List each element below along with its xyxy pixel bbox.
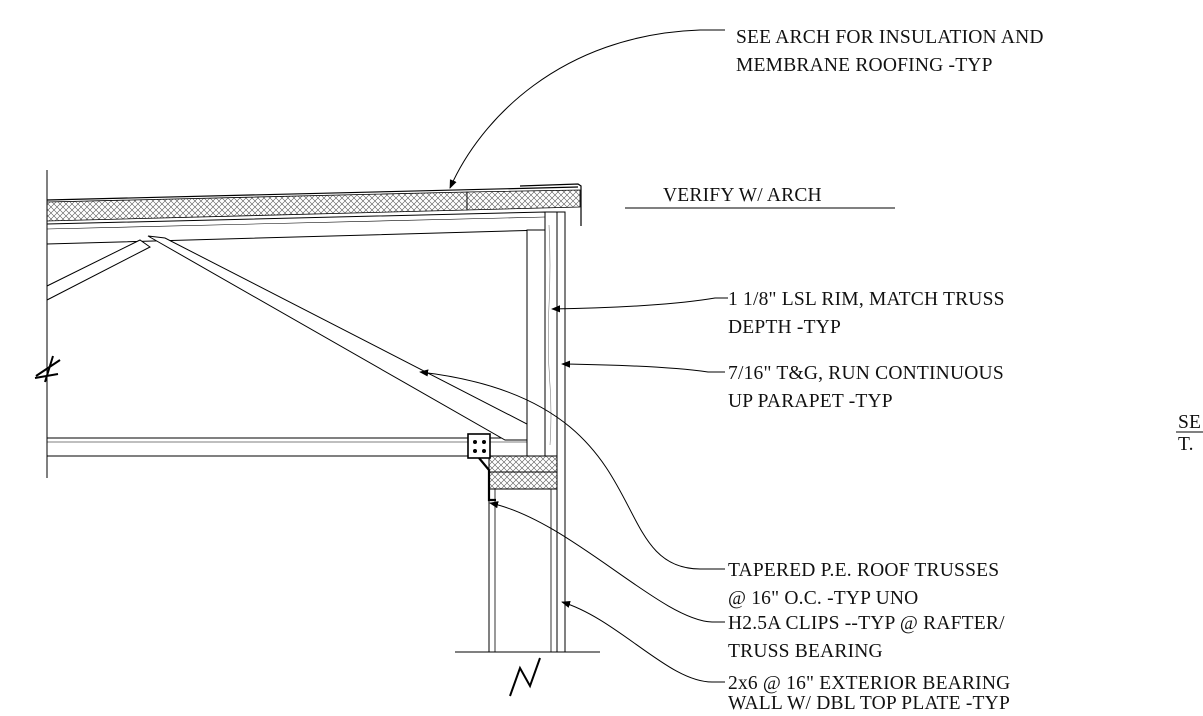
leader-roofing — [449, 29, 725, 189]
h25a-clip — [467, 433, 496, 502]
roof-membrane-line — [46, 186, 579, 201]
rim-grain — [547, 224, 552, 446]
truss-bottom-chord — [46, 437, 528, 457]
note-rim-line2: DEPTH -TYP — [728, 317, 841, 338]
leader-wall — [561, 600, 725, 683]
leader-sheathing — [561, 360, 725, 373]
note-trusses-line1: TAPERED P.E. ROOF TRUSSES — [728, 560, 999, 581]
break-symbol-bottom — [509, 657, 541, 697]
note-verify: VERIFY W/ ARCH — [663, 185, 822, 206]
leader-trusses — [419, 369, 725, 570]
truss-diagonal-web — [147, 235, 528, 441]
note-clips-line1: H2.5A CLIPS --TYP @ RAFTER/ — [728, 613, 1005, 634]
top-plate-lower — [488, 471, 558, 490]
note-roofing-line1: SEE ARCH FOR INSULATION AND — [736, 27, 1044, 48]
section-ref-bottom: T. — [1178, 434, 1194, 455]
parapet-cap-flashing — [519, 183, 582, 226]
wall-stud — [488, 488, 558, 653]
note-clips-line2: TRUSS BEARING — [728, 641, 883, 662]
truss-left-web — [46, 239, 151, 301]
wall-sheathing — [556, 211, 566, 653]
truss-end-vertical — [526, 229, 546, 457]
break-symbol-left — [34, 355, 61, 383]
note-wall-line2: WALL W/ DBL TOP PLATE -TYP — [728, 693, 1010, 714]
note-rim-line1: 1 1/8" LSL RIM, MATCH TRUSS — [728, 289, 1005, 310]
leader-rim — [551, 297, 728, 313]
note-sheathing-line1: 7/16" T&G, RUN CONTINUOUS — [728, 363, 1004, 384]
leader-clips — [489, 501, 725, 623]
top-chord-inner-line — [46, 216, 546, 230]
note-wall-line1: 2x6 @ 16" EXTERIOR BEARING — [728, 673, 1010, 694]
parapet-nailer — [466, 189, 581, 211]
section-ref-top: SE — [1178, 412, 1201, 433]
note-trusses-line2: @ 16" O.C. -TYP UNO — [728, 588, 918, 609]
top-plate-upper — [488, 455, 558, 473]
note-sheathing-line2: UP PARAPET -TYP — [728, 391, 893, 412]
note-roofing-line2: MEMBRANE ROOFING -TYP — [736, 55, 993, 76]
